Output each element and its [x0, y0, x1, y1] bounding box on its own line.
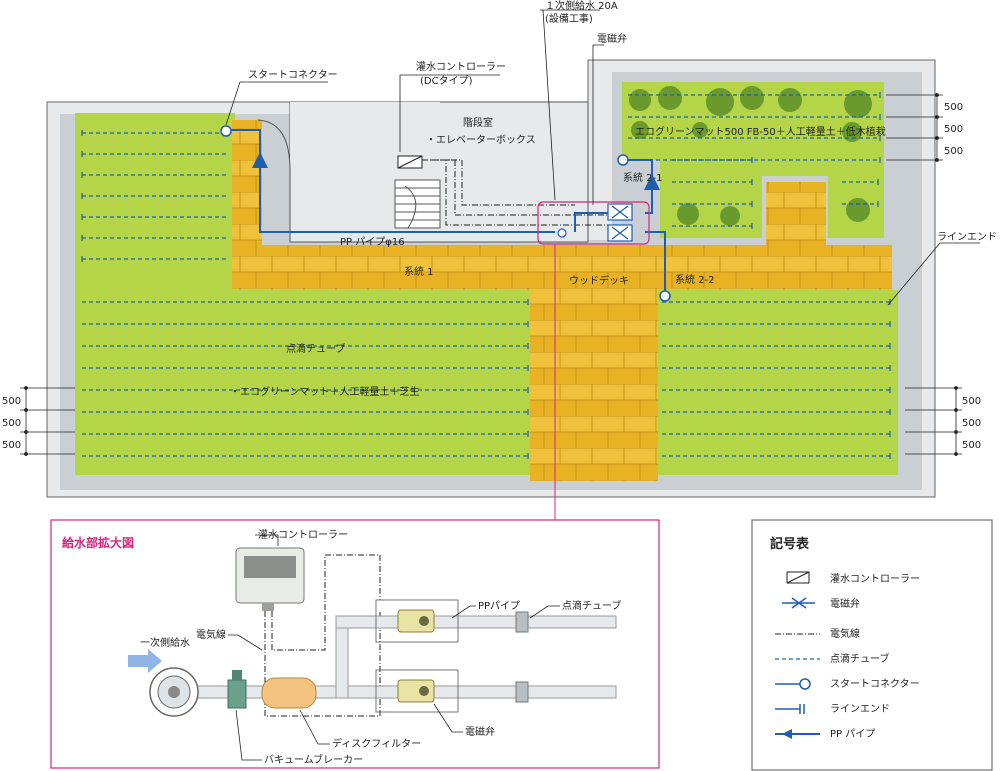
dim-left-1: 500	[2, 396, 21, 407]
supply-label-line1: １次側給水 20A	[545, 0, 618, 12]
dim-top-right-1: 500	[944, 102, 963, 113]
dim-top-right-2: 500	[944, 124, 963, 135]
disc-filter-icon	[261, 677, 317, 709]
dim-right-1: 500	[962, 396, 981, 407]
system-1-label: 系統 1	[404, 265, 434, 278]
drip-tube-label: 点滴チューブ	[286, 342, 345, 355]
detail-wires	[264, 554, 381, 717]
start-connector-icon	[775, 678, 811, 690]
detail-pp-pipe-label: PPパイプ	[478, 600, 520, 612]
dim-right-3: 500	[962, 440, 981, 451]
legend-item-controller: 灌水コントローラー	[830, 573, 920, 585]
door-swing	[257, 119, 291, 171]
legend-item-line-end: ラインエンド	[830, 703, 890, 715]
pp-pipe-label: PP パイプφ16	[340, 236, 405, 248]
detail-valve-boxes	[375, 599, 459, 713]
detail-solenoid-valve-label: 電磁弁	[465, 725, 495, 738]
legend-frame	[751, 519, 993, 771]
detail-electric-wire-label: 電気線	[196, 628, 226, 641]
lawn-lower-left	[75, 290, 530, 475]
water-meter-icon	[149, 667, 199, 717]
leader-lines	[225, 9, 980, 306]
system-2-1-label: 系統 2-1	[623, 171, 663, 184]
planting-label: エコグリーンマット500 FB-50＋人工軽量土＋低木植栽	[635, 125, 886, 138]
system-2-2-label: 系統 2-2	[675, 273, 715, 286]
solenoid-valve-icon	[782, 597, 815, 609]
wood-deck-notch	[766, 182, 826, 247]
drip-tubes	[81, 92, 891, 459]
legend-title: 記号表	[770, 536, 810, 552]
solenoid-valves	[607, 203, 633, 242]
start-connector-label: スタートコネクター	[248, 69, 338, 81]
detail-disc-filter-label: ディスクフィルター	[332, 737, 421, 750]
vacuum-breaker-icon	[227, 670, 247, 709]
dimension-lines	[20, 93, 962, 456]
detail-panel: 給水部拡大図	[50, 519, 660, 769]
staircase	[394, 179, 441, 229]
detail-leader-lines	[228, 534, 560, 761]
lawn-lower-right	[658, 290, 898, 475]
planting-area	[622, 82, 884, 238]
legend-item-solenoid-valve: 電磁弁	[830, 597, 860, 610]
wood-deck-label: ウッドデッキ	[569, 274, 629, 287]
detail-controller-label: 灌水コントローラー	[258, 529, 348, 541]
controller-icon	[786, 571, 810, 584]
controller-box	[397, 155, 423, 169]
supply-label-line2: (設備工事)	[545, 12, 593, 25]
solenoid-valve-label: 電磁弁	[597, 32, 627, 45]
line-end-label: ラインエンド	[937, 231, 997, 243]
legend-item-electric-wire: 電気線	[830, 627, 860, 640]
controller-label-line2: (DCタイプ)	[420, 75, 473, 87]
start-connector-2-2	[659, 290, 671, 302]
pp-pipes	[226, 129, 666, 296]
elevator-box-label: ・エレベーターボックス	[426, 134, 536, 146]
electric-wires	[422, 159, 610, 226]
supply-inlet	[557, 228, 567, 238]
supply-arrow-icon	[128, 649, 162, 673]
detail-fittings	[515, 611, 529, 703]
detail-vacuum-breaker-label: バキュームブレーカー	[264, 753, 363, 766]
detail-frame	[50, 519, 660, 769]
dim-left-3: 500	[2, 440, 21, 451]
legend-item-start-connector: スタートコネクター	[830, 678, 920, 690]
detail-solenoid-valves	[397, 609, 435, 703]
legend-panel: 記号表 灌水コントローラー 電磁弁 電気線 点滴チューブ スタートコネクター	[751, 519, 993, 771]
dim-top-right-3: 500	[944, 146, 963, 157]
stair-room-label: 階段室	[463, 116, 493, 129]
supply-highlight-box	[537, 201, 650, 245]
dim-left-2: 500	[2, 418, 21, 429]
legend-item-pp-pipe: PP パイプ	[830, 728, 875, 740]
turf-label: ・エコグリーンマット＋人工軽量土＋芝生	[230, 385, 420, 398]
detail-drip-tube-label: 点滴チューブ	[562, 599, 621, 612]
controller-label-line1: 灌水コントローラー	[416, 61, 506, 73]
pp-pipe-icon	[775, 729, 820, 739]
legend-item-drip-tube: 点滴チューブ	[830, 652, 889, 665]
dim-right-2: 500	[962, 418, 981, 429]
wood-deck-center	[530, 245, 658, 481]
detail-primary-supply-label: 一次側給水	[140, 636, 190, 649]
line-end-icon	[775, 704, 805, 714]
start-connector-2-1	[617, 154, 629, 166]
start-connector-1	[220, 125, 232, 137]
site-plan: １次側給水 20A (設備工事) 電磁弁 灌水コントローラー (DCタイプ) ス…	[2, 0, 997, 520]
detail-controller-icon	[235, 547, 305, 611]
detail-title: 給水部拡大図	[62, 535, 134, 550]
lawn-upper-left	[75, 113, 235, 290]
